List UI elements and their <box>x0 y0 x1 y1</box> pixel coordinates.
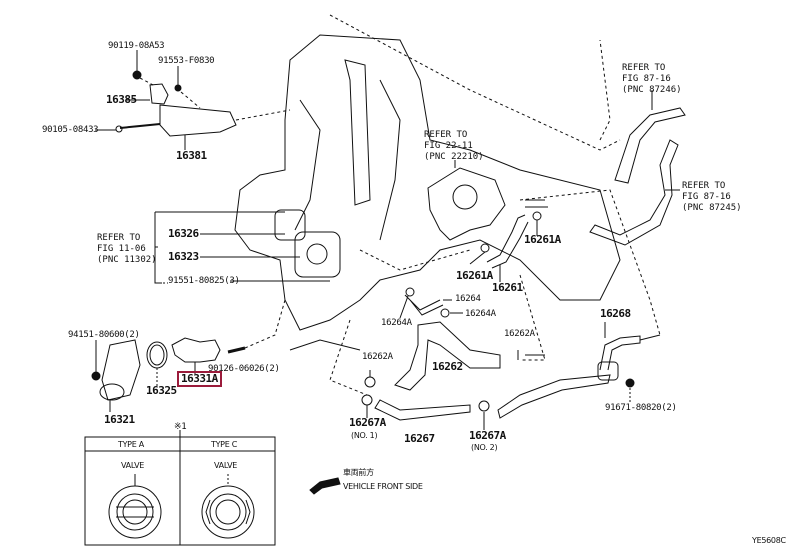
hose-16262 <box>394 321 501 391</box>
water-inlet-16321 <box>101 339 141 401</box>
valve-label-c: VALVE <box>214 461 238 470</box>
type-c-header: TYPE C <box>211 440 237 449</box>
label-91671-80820: 91671-80820(2) <box>605 403 677 413</box>
reference-fig-87-16-87245: REFER TO FIG 87-16 (PNC 87245) <box>682 181 742 214</box>
label-16261A: 16261A <box>456 269 493 282</box>
label-16267A-no1: 16267A <box>349 416 386 429</box>
ref-line: REFER TO <box>97 233 141 243</box>
ref-line: (PNC 11302) <box>97 255 157 265</box>
vehicle-front-arrow <box>309 477 341 495</box>
figure-code: YE5608C <box>752 536 786 545</box>
label-16381: 16381 <box>176 149 207 162</box>
ref-line: REFER TO <box>424 130 468 140</box>
bracket-16381 <box>159 104 237 137</box>
thermostat-16331A <box>171 337 221 363</box>
hose-ref-87245 <box>589 139 679 246</box>
vehicle-front-jp: 車両前方 <box>343 468 374 477</box>
throttle-body <box>427 167 506 241</box>
label-16321: 16321 <box>104 413 135 426</box>
label-16267: 16267 <box>404 432 435 445</box>
label-16264: 16264 <box>455 294 481 304</box>
engine-block <box>234 34 621 331</box>
label-91551-80825: 91551-80825(3) <box>168 276 240 286</box>
label-16262A: 16262A <box>504 329 535 339</box>
label-16264A: 16264A <box>381 318 412 328</box>
note-mark: ※1 <box>174 422 187 432</box>
bracket-16385 <box>149 83 169 105</box>
ref-line: REFER TO <box>622 63 666 73</box>
label-91553-F0830: 91553-F0830 <box>158 56 215 66</box>
label-90126-06026: 90126-06026(2) <box>208 364 280 374</box>
ref-line: (PNC 22210) <box>424 152 484 162</box>
label-90119-08A53: 90119-08A53 <box>108 41 165 51</box>
type-a-header: TYPE A <box>118 440 144 449</box>
label-no2: (NO. 2) <box>471 443 498 452</box>
reference-fig-87-16-87246: REFER TO FIG 87-16 (PNC 87246) <box>622 63 682 96</box>
label-16331A-highlighted[interactable]: 16331A <box>177 371 222 387</box>
label-16268: 16268 <box>600 307 631 320</box>
hose-16261 <box>486 214 529 269</box>
ref-line: FIG 87-16 <box>682 192 731 202</box>
ref-line: FIG 22-11 <box>424 141 473 151</box>
label-94151-80600: 94151-80600(2) <box>68 330 140 340</box>
hose-ref-87246 <box>614 107 686 184</box>
label-16261A: 16261A <box>524 233 561 246</box>
ref-line: FIG 87-16 <box>622 74 671 84</box>
reference-fig-11-06: REFER TO FIG 11-06 (PNC 11302) <box>97 233 157 266</box>
ref-line: FIG 11-06 <box>97 244 146 254</box>
hose-16268 <box>599 335 641 371</box>
valve-label-a: VALVE <box>121 461 145 470</box>
label-16261: 16261 <box>492 281 523 294</box>
ref-line: REFER TO <box>682 181 726 191</box>
label-16323: 16323 <box>168 250 199 263</box>
label-90105-08433: 90105-08433 <box>42 125 99 135</box>
reference-fig-22-11: REFER TO FIG 22-11 (PNC 22210) <box>424 130 484 163</box>
vehicle-front-en: VEHICLE FRONT SIDE <box>343 482 423 491</box>
label-16262A: 16262A <box>362 352 393 362</box>
label-16325: 16325 <box>146 384 177 397</box>
label-16385: 16385 <box>106 93 137 106</box>
label-16264A: 16264A <box>465 309 496 319</box>
label-16326: 16326 <box>168 227 199 240</box>
label-16267A-no2: 16267A <box>469 429 506 442</box>
label-16262: 16262 <box>432 360 463 373</box>
ref-line: (PNC 87246) <box>622 85 682 95</box>
label-no1: (NO. 1) <box>351 431 378 440</box>
hose-16267 <box>374 399 471 421</box>
ref-line: (PNC 87245) <box>682 203 742 213</box>
